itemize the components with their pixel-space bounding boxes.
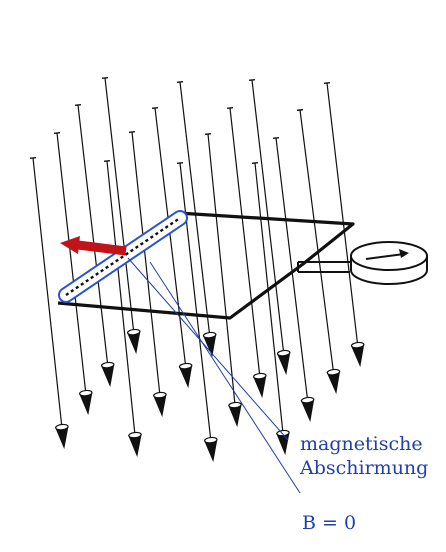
- field-lines: [29, 76, 365, 463]
- arrowhead-base: [350, 341, 365, 349]
- field-line-tail: [323, 81, 331, 85]
- annotation-leaders: [127, 257, 301, 494]
- shielded-conductor: [58, 210, 188, 303]
- field-line: [275, 137, 309, 401]
- arrowhead-base: [100, 361, 115, 369]
- field-line-tail: [272, 136, 280, 140]
- arrowhead-base: [153, 391, 167, 399]
- field-line-tail: [296, 108, 304, 112]
- field-line-tail: [226, 106, 234, 110]
- field-line: [207, 133, 236, 406]
- field-line: [77, 104, 109, 366]
- field-line: [106, 160, 136, 436]
- field-line-tail: [29, 156, 37, 160]
- galvanometer-icon: [350, 241, 428, 285]
- field-line: [251, 79, 285, 354]
- field-line-tail: [128, 130, 136, 134]
- field-line-tail: [151, 106, 159, 110]
- field-line: [254, 162, 284, 434]
- arrowhead-base: [55, 423, 69, 431]
- field-line: [179, 81, 211, 336]
- field-line: [104, 77, 135, 333]
- field-line-tail: [176, 80, 184, 84]
- wire-loop: [57, 211, 355, 320]
- arrowhead-base: [126, 328, 141, 336]
- field-line-tail: [53, 131, 61, 135]
- arrowhead-base: [128, 431, 142, 439]
- field-line: [229, 107, 261, 377]
- arrowhead-base: [300, 396, 315, 404]
- field-line: [299, 109, 335, 373]
- field-line-tail: [248, 78, 256, 82]
- arrowhead-base: [79, 389, 93, 397]
- field-line: [56, 132, 87, 394]
- field-line: [154, 107, 187, 367]
- arrowhead-base: [276, 349, 291, 357]
- arrowhead-base: [178, 362, 193, 370]
- arrowhead-base: [276, 429, 290, 437]
- arrowhead-base: [204, 436, 218, 444]
- field-line: [32, 157, 63, 428]
- field-zero-label: B = 0: [302, 512, 357, 534]
- field-line: [131, 131, 161, 396]
- shield-label-line2: Abschirmung: [300, 457, 429, 479]
- field-line-tail: [251, 161, 259, 165]
- field-line: [179, 162, 212, 441]
- field-line: [326, 82, 359, 346]
- force-arrow-icon: [60, 236, 127, 256]
- field-line-tail: [204, 133, 212, 135]
- meter-leads: [297, 261, 350, 273]
- field-line-tail: [176, 161, 184, 165]
- arrowhead-base: [253, 372, 267, 380]
- field-line-tail: [101, 76, 109, 80]
- arrowhead-base: [228, 401, 242, 409]
- field-line-tail: [74, 103, 82, 107]
- arrowhead-base: [202, 331, 217, 339]
- shield-label-line1: magnetische: [300, 433, 423, 455]
- field-line-tail: [103, 159, 111, 163]
- arrowhead-base: [326, 368, 341, 376]
